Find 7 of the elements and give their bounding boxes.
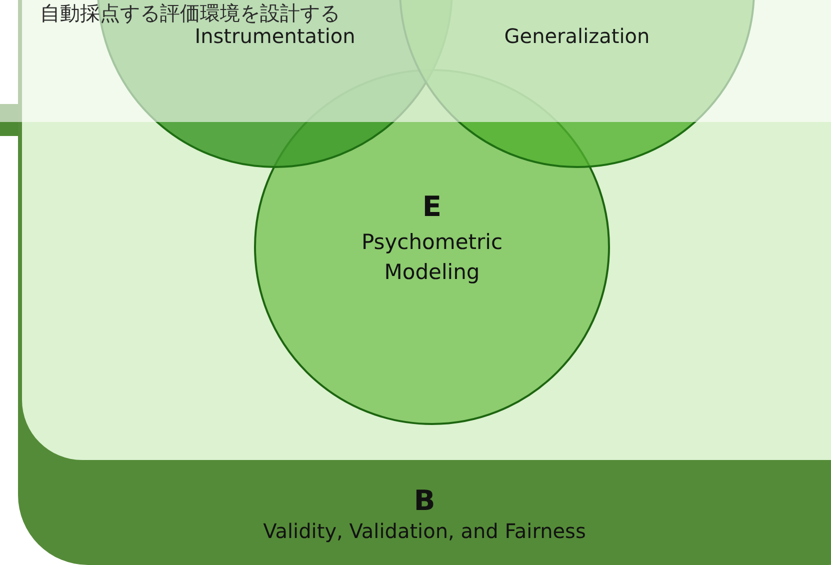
circle-label: Generalization <box>504 24 650 49</box>
circle-label: Psychometric Modeling <box>360 229 504 286</box>
band-label: Validity, Validation, and Fairness <box>263 519 586 544</box>
subtitle-text: 自動採点する評価環境を設計する <box>40 0 340 26</box>
circle-letter: E <box>422 193 442 221</box>
circle-label: Instrumentation <box>194 24 356 49</box>
band-letter: B <box>414 487 436 515</box>
